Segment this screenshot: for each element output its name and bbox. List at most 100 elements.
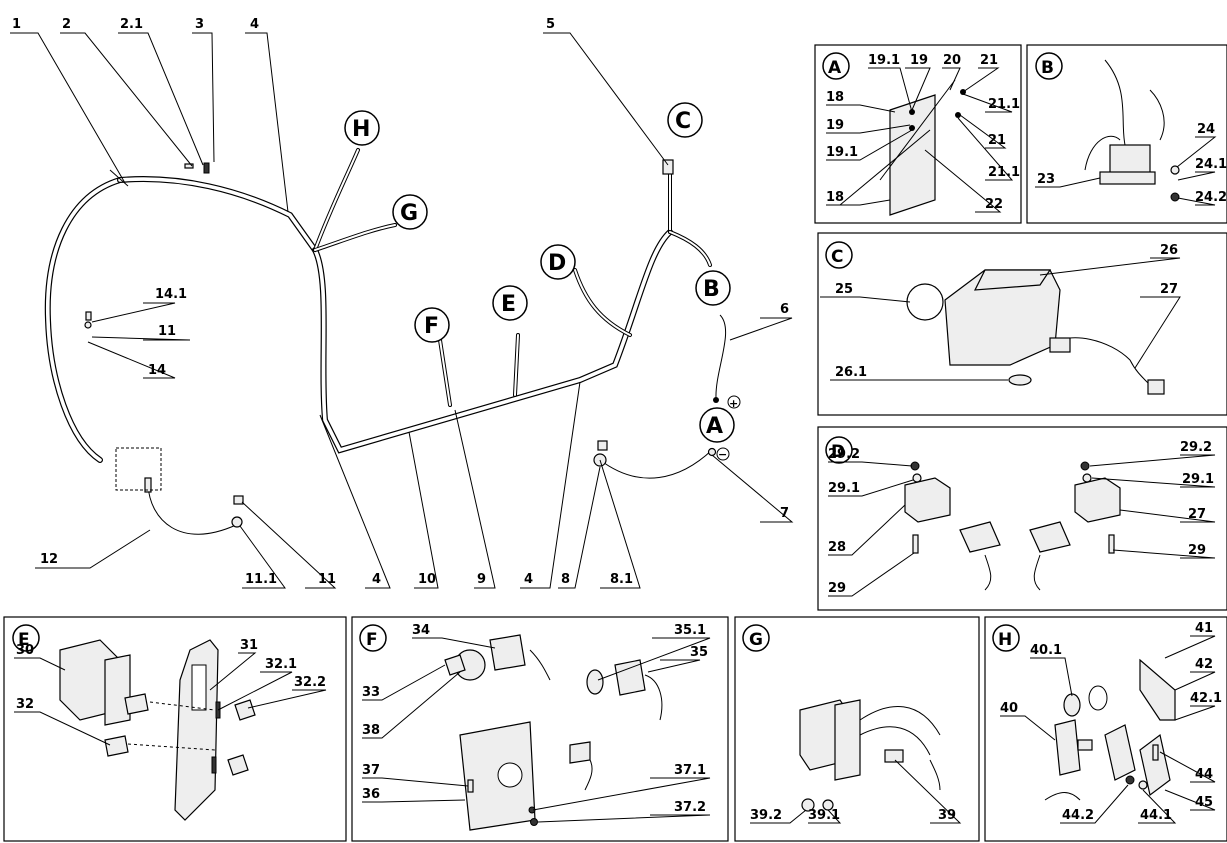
panel-h-label-44-1: 44.1 bbox=[1140, 808, 1172, 823]
panel-f-label-38: 38 bbox=[362, 723, 380, 738]
panel-h-label-45: 45 bbox=[1195, 795, 1213, 810]
panel-d-label-28: 28 bbox=[828, 540, 846, 555]
panel-a-label-19-1-mid: 19.1 bbox=[826, 145, 858, 160]
panel-d-label-29-right: 29 bbox=[1188, 543, 1206, 558]
panel-h-label-40: 40 bbox=[1000, 701, 1018, 716]
panel-h-tag: H bbox=[998, 630, 1012, 650]
panel-f-tag: F bbox=[366, 630, 378, 650]
panel-f-label-36: 36 bbox=[362, 787, 380, 802]
panel-c-tag: C bbox=[831, 247, 843, 267]
panel-e-label-32-1: 32.1 bbox=[265, 657, 297, 672]
callout-2: 2 bbox=[62, 17, 71, 32]
panel-h: H 41 40.1 42 42.1 40 44 44.2 44.1 45 bbox=[984, 616, 1227, 842]
callout-11: 11 bbox=[318, 572, 336, 587]
callout-3: 3 bbox=[195, 17, 204, 32]
panel-h-label-40-1: 40.1 bbox=[1030, 643, 1062, 658]
panel-g-tag: G bbox=[749, 630, 763, 650]
panel-c-label-25: 25 bbox=[835, 282, 853, 297]
panel-g-label-39-1: 39.1 bbox=[808, 808, 840, 823]
callout-13: 14 bbox=[148, 363, 166, 378]
panel-f-label-33: 33 bbox=[362, 685, 380, 700]
panel-h-label-41: 41 bbox=[1195, 621, 1213, 636]
panel-b-label-24: 24 bbox=[1197, 122, 1215, 137]
panel-f-label-34: 34 bbox=[412, 623, 430, 638]
panel-c-label-26: 26 bbox=[1160, 243, 1178, 258]
connector-f: F bbox=[424, 314, 439, 339]
callout-14-1: 11 bbox=[158, 324, 176, 339]
panel-a-label-21-top: 21 bbox=[980, 53, 998, 68]
panel-b-label-24-1: 24.1 bbox=[1195, 157, 1227, 172]
callout-bottom-8-1: 8.1 bbox=[610, 572, 633, 587]
callout-bottom-4a: 4 bbox=[372, 572, 381, 587]
panel-d-label-29-1-left: 29.1 bbox=[828, 481, 860, 496]
callout-6: 6 bbox=[780, 302, 789, 317]
panel-d: D 29.2 29.2 29.1 29.1 27 28 29 29 bbox=[817, 426, 1227, 611]
callout-7: 7 bbox=[780, 506, 789, 521]
panel-d-label-29-left: 29 bbox=[828, 581, 846, 596]
panel-a-label-21-1-top: 21.1 bbox=[988, 97, 1020, 112]
callout-bottom-4b: 4 bbox=[524, 572, 533, 587]
panel-f-label-37: 37 bbox=[362, 763, 380, 778]
callout-bottom-10: 10 bbox=[418, 572, 436, 587]
panel-f-label-37-1: 37.1 bbox=[674, 763, 706, 778]
panel-b: B 24 24.1 23 24.2 bbox=[1026, 44, 1227, 224]
panel-f: F 34 35.1 35 33 38 37 37.1 36 37.2 bbox=[351, 616, 729, 842]
panel-b-label-23: 23 bbox=[1037, 172, 1055, 187]
panel-a-label-20: 20 bbox=[943, 53, 961, 68]
connector-g: G bbox=[400, 201, 418, 226]
panel-a-label-19-top: 19 bbox=[910, 53, 928, 68]
panel-b-tag: B bbox=[1041, 58, 1054, 78]
connector-c: C bbox=[675, 109, 691, 134]
panel-g-label-39: 39 bbox=[938, 808, 956, 823]
connector-d: D bbox=[548, 251, 566, 276]
panel-f-label-35-1: 35.1 bbox=[674, 623, 706, 638]
callout-1: 1 bbox=[12, 17, 21, 32]
panel-g: G 39.2 39.1 39 bbox=[734, 616, 980, 842]
panel-h-label-44: 44 bbox=[1195, 767, 1213, 782]
panel-f-label-37-2: 37.2 bbox=[674, 800, 706, 815]
callout-2-1: 2.1 bbox=[120, 17, 143, 32]
callout-12: 12 bbox=[40, 552, 58, 567]
panel-d-label-29-1-right: 29.1 bbox=[1182, 472, 1214, 487]
callout-11-1: 11.1 bbox=[245, 572, 277, 587]
panel-e: E 31 30 32.1 32.2 32 bbox=[3, 616, 347, 842]
panel-f-label-35: 35 bbox=[690, 645, 708, 660]
connector-a: A bbox=[706, 414, 723, 439]
callout-bottom-8: 8 bbox=[561, 572, 570, 587]
panel-e-label-32: 32 bbox=[16, 697, 34, 712]
panel-c-label-26-1: 26.1 bbox=[835, 365, 867, 380]
panel-b-label-24-2: 24.2 bbox=[1195, 190, 1227, 205]
panel-h-label-42: 42 bbox=[1195, 657, 1213, 672]
minus-sign: − bbox=[718, 448, 727, 461]
panel-e-label-32-2: 32.2 bbox=[294, 675, 326, 690]
panel-d-label-29-2-right: 29.2 bbox=[1180, 440, 1212, 455]
callout-14: 14.1 bbox=[155, 287, 187, 302]
panel-a-label-18-bottom: 18 bbox=[826, 190, 844, 205]
panel-g-label-39-2: 39.2 bbox=[750, 808, 782, 823]
main-callouts: 1 2 2.1 3 4 5 6 7 14 14.1 11 12 11.1 11 … bbox=[12, 17, 789, 587]
panel-h-label-44-2: 44.2 bbox=[1062, 808, 1094, 823]
panel-a-label-21-1-bottom: 21.1 bbox=[988, 165, 1020, 180]
main-harness bbox=[10, 32, 794, 589]
panel-d-label-29-2-left: 29.2 bbox=[828, 447, 860, 462]
connector-markers: H G D C B F E A + − bbox=[344, 102, 741, 461]
panel-a-label-19-1-top: 19.1 bbox=[868, 53, 900, 68]
callout-5: 5 bbox=[546, 17, 555, 32]
callout-bottom-9: 9 bbox=[477, 572, 486, 587]
panel-a: A 19.1 19 20 21 18 19 19.1 21.1 21 21.1 … bbox=[814, 44, 1022, 224]
panel-d-tag: D bbox=[831, 442, 845, 462]
panel-e-label-30: 30 bbox=[16, 643, 34, 658]
plus-sign: + bbox=[729, 397, 738, 410]
panel-a-label-19-mid: 19 bbox=[826, 118, 844, 133]
connector-e: E bbox=[501, 292, 516, 317]
panel-a-label-22: 22 bbox=[985, 197, 1003, 212]
panel-a-label-21-mid: 21 bbox=[988, 133, 1006, 148]
panel-c: C 26 25 27 26.1 bbox=[817, 232, 1227, 416]
connector-b: B bbox=[703, 277, 720, 302]
panel-e-tag: E bbox=[18, 630, 30, 650]
panel-h-label-42-1: 42.1 bbox=[1190, 691, 1222, 706]
panel-d-label-27: 27 bbox=[1188, 507, 1206, 522]
panel-a-tag: A bbox=[828, 58, 842, 78]
callout-4: 4 bbox=[250, 17, 259, 32]
